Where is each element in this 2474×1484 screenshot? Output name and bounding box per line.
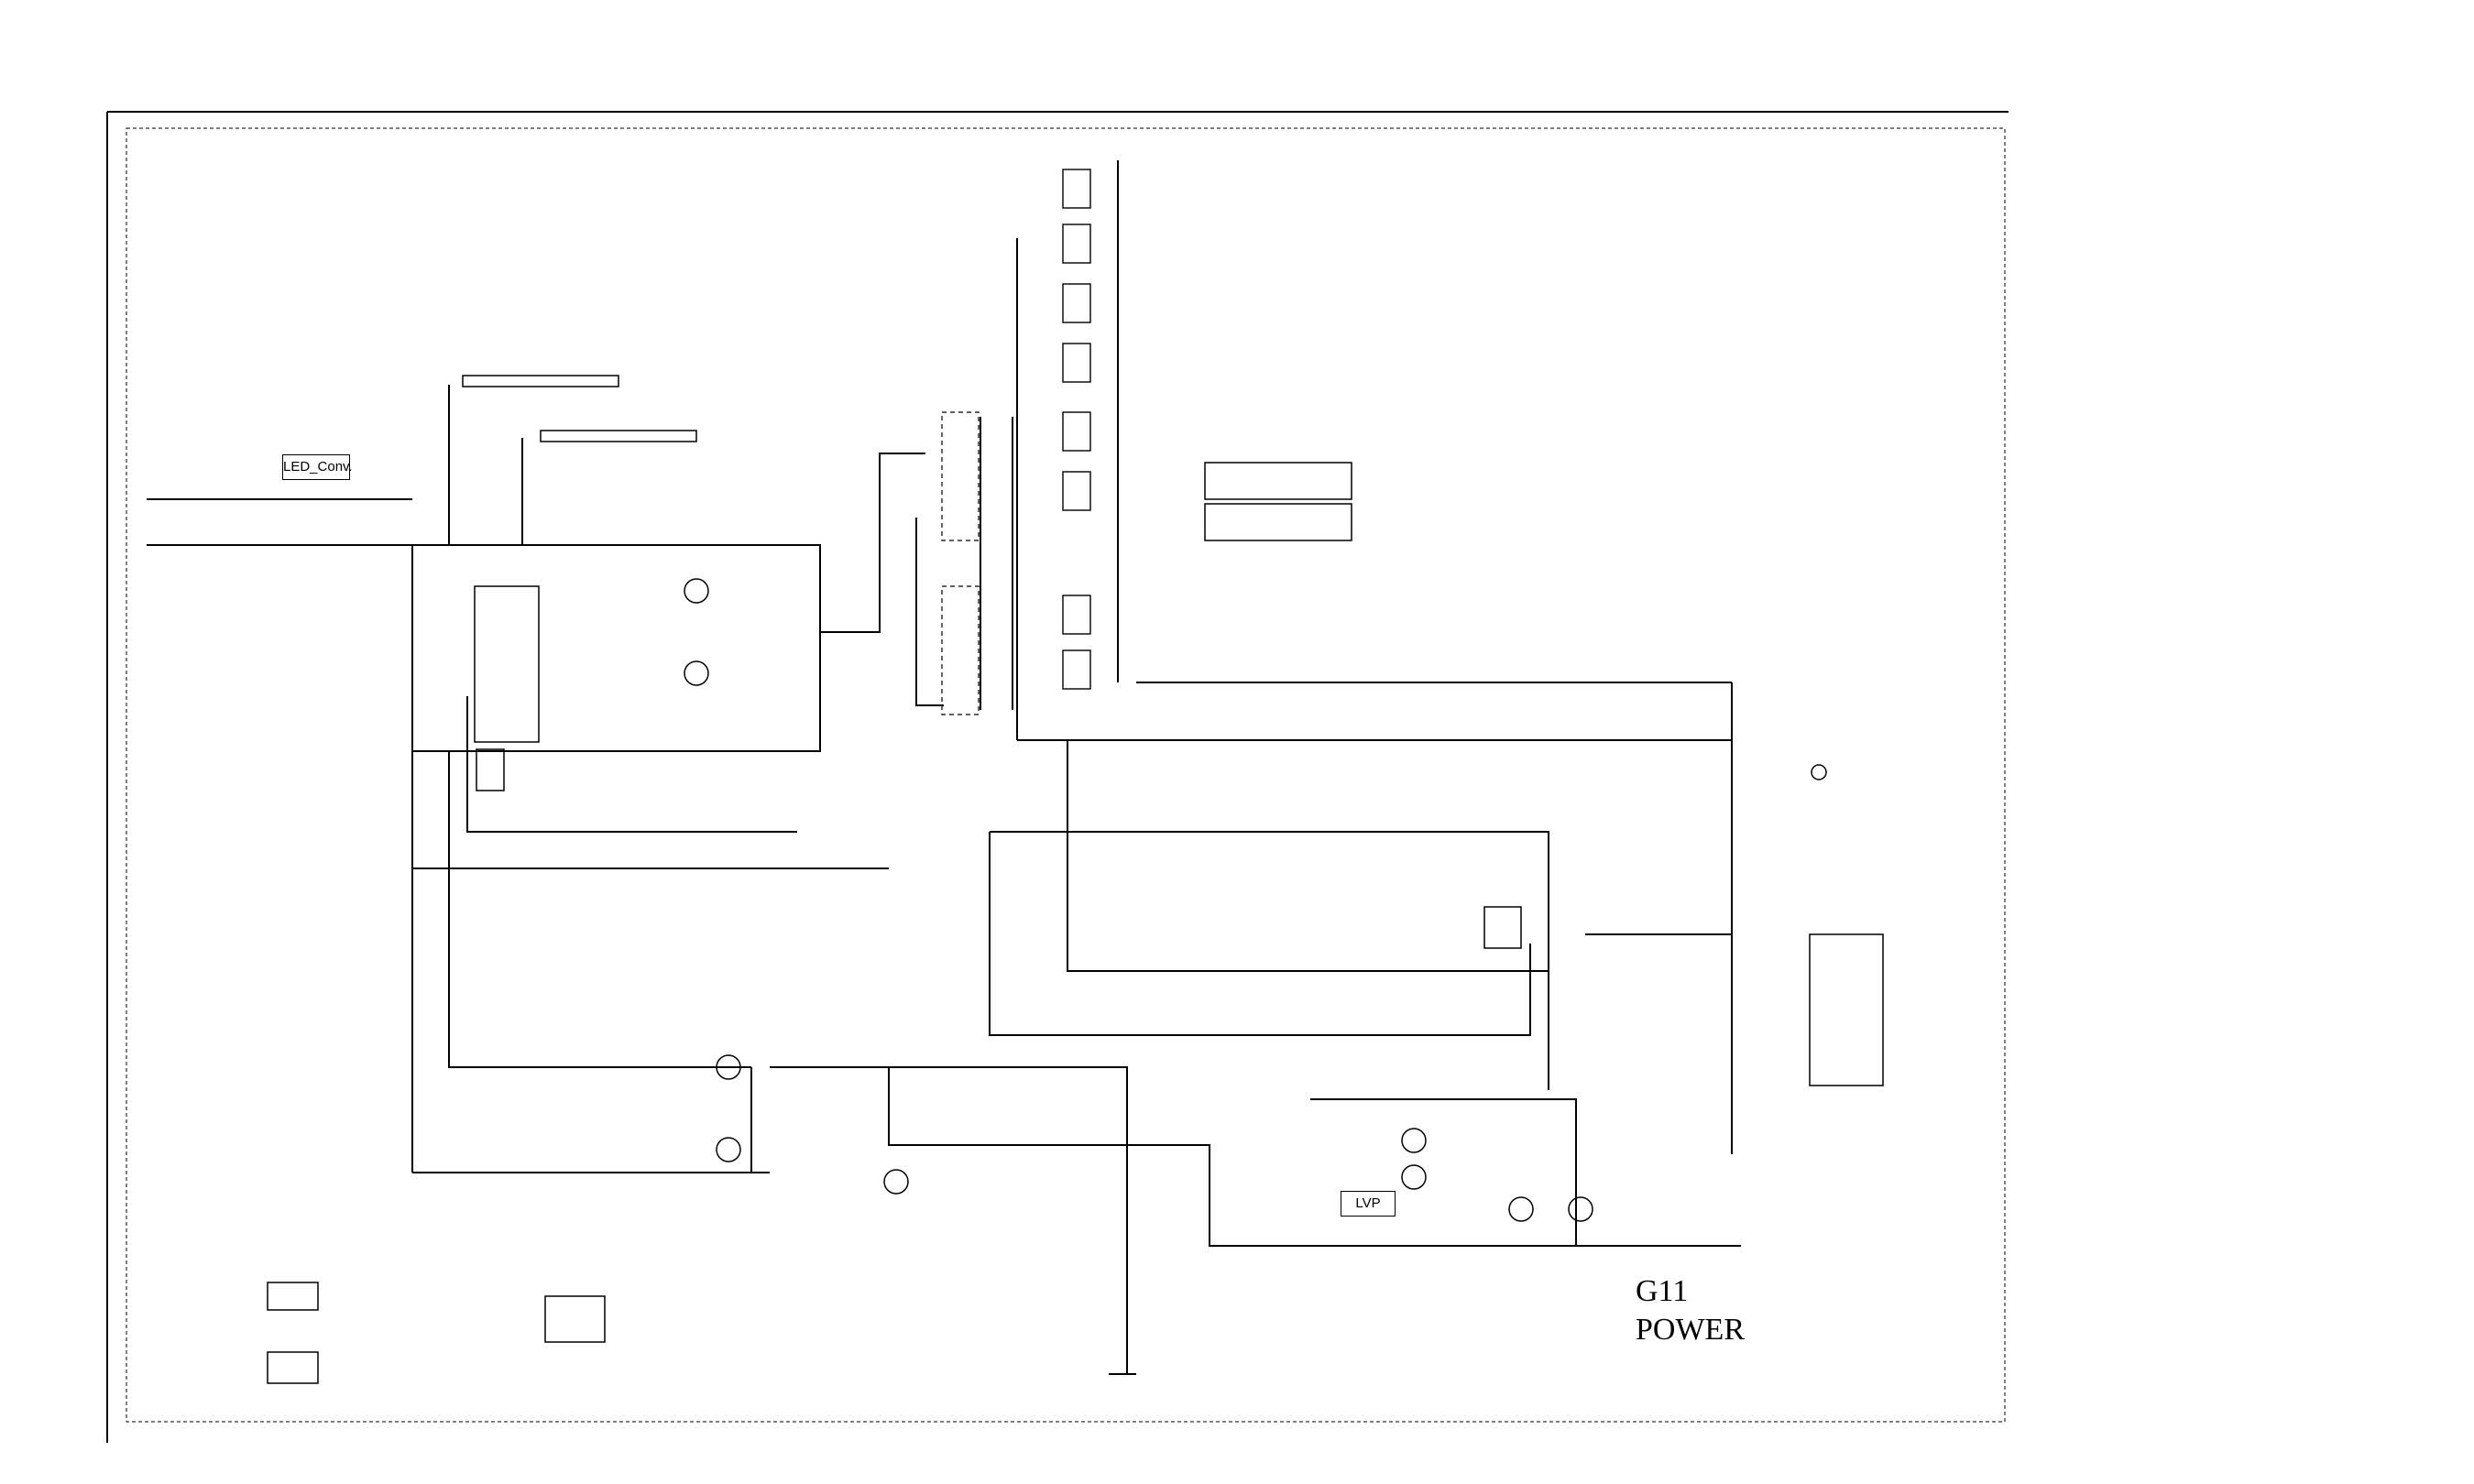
output-diodes (1062, 169, 1091, 690)
lvp-label: LVP (1341, 1191, 1396, 1217)
wiring (147, 160, 1741, 1375)
led-converter-label: LED_Conv. (282, 454, 353, 480)
sheet-border (106, 111, 2009, 1443)
transistors (684, 578, 1827, 1222)
sheet-id: G11 (1636, 1274, 1689, 1308)
connector-blocks (267, 375, 1884, 1384)
sheet-title: POWER (1636, 1313, 1745, 1347)
